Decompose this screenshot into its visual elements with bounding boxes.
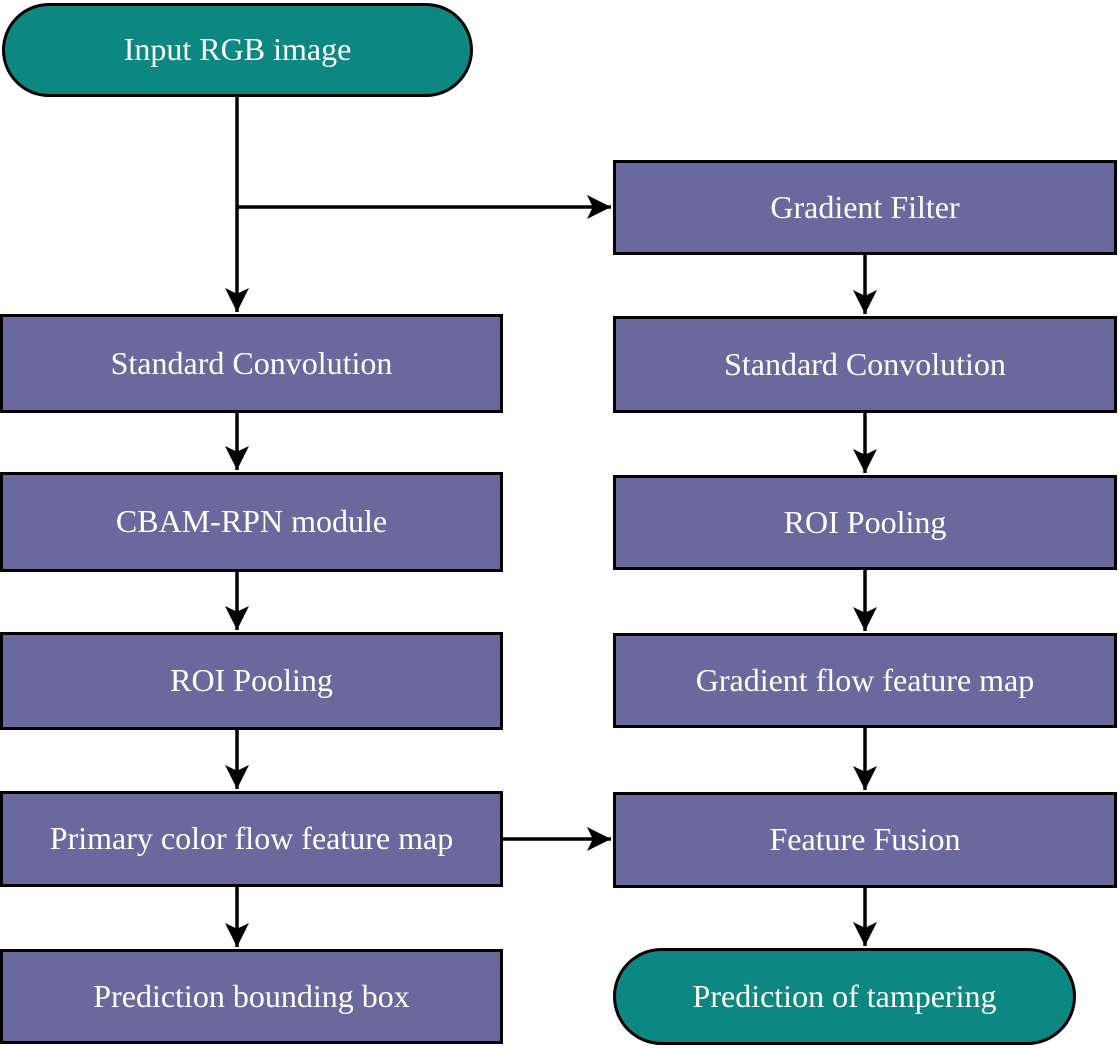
node-right-standard-convolution: Standard Convolution [613, 316, 1117, 413]
node-label-gradient-flow-feature-map: Gradient flow feature map [695, 661, 1035, 698]
node-label-prediction-bounding-box: Prediction bounding box [93, 977, 410, 1014]
node-right-roi-pooling: ROI Pooling [613, 475, 1117, 570]
node-left-standard-convolution: Standard Convolution [0, 314, 503, 413]
node-cbam-rpn-module: CBAM-RPN module [0, 472, 503, 572]
node-label-left-standard-convolution: Standard Convolution [110, 344, 393, 381]
node-label-right-standard-convolution: Standard Convolution [724, 345, 1006, 382]
node-input-rgb-image: Input RGB image [2, 3, 473, 97]
node-gradient-flow-feature-map: Gradient flow feature map [613, 633, 1117, 728]
node-label-left-roi-pooling: ROI Pooling [170, 662, 333, 699]
node-label-cbam-rpn-module: CBAM-RPN module [115, 503, 388, 540]
node-left-roi-pooling: ROI Pooling [0, 632, 503, 730]
node-label-feature-fusion: Feature Fusion [769, 821, 961, 858]
node-label-prediction-of-tampering: Prediction of tampering [692, 977, 997, 1014]
node-prediction-of-tampering: Prediction of tampering [613, 948, 1076, 1045]
node-feature-fusion: Feature Fusion [613, 792, 1117, 888]
node-prediction-bounding-box: Prediction bounding box [0, 949, 503, 1044]
node-gradient-filter: Gradient Filter [613, 160, 1117, 255]
node-label-input-rgb-image: Input RGB image [123, 31, 352, 68]
node-label-right-roi-pooling: ROI Pooling [783, 503, 947, 540]
node-label-primary-color-flow-feature-map: Primary color flow feature map [49, 820, 454, 857]
node-primary-color-flow-feature-map: Primary color flow feature map [0, 791, 503, 887]
node-label-gradient-filter: Gradient Filter [770, 188, 960, 225]
